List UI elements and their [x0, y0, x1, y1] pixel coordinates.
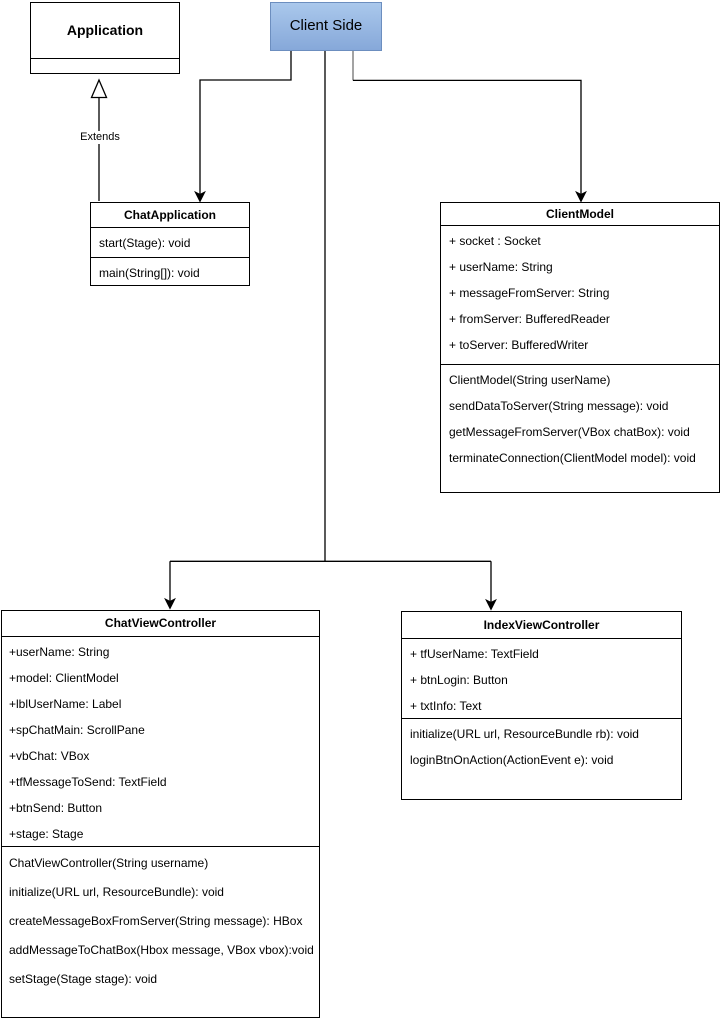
class-application-title: Application	[66, 22, 144, 38]
inheritance-hollow-triangle-icon	[90, 78, 108, 99]
class-indexviewcontroller: IndexViewController + tfUserName: TextFi…	[401, 611, 682, 800]
class-chatviewcontroller-methods: ChatViewController(String username) init…	[2, 846, 319, 1019]
arrowhead-chatviewcontroller-icon	[164, 597, 176, 610]
method: terminateConnection(ClientModel model): …	[449, 451, 696, 465]
attribute: +model: ClientModel	[9, 671, 119, 685]
class-chatapplication-title: ChatApplication	[124, 208, 216, 222]
class-clientmodel-attributes: + socket : Socket + userName: String + m…	[441, 225, 719, 364]
node-client-side-label: Client Side	[289, 17, 363, 34]
attribute: + messageFromServer: String	[449, 286, 610, 300]
method: initialize(URL url, ResourceBundle rb): …	[410, 727, 639, 741]
edge-clientside-to-chatapplication	[199, 51, 292, 196]
edge-clientside-to-controllers	[169, 51, 492, 603]
method: createMessageBoxFromServer(String messag…	[9, 914, 303, 928]
class-chatviewcontroller: ChatViewController +userName: String +mo…	[1, 610, 320, 1018]
attribute: +tfMessageToSend: TextField	[9, 775, 167, 789]
attribute: + txtInfo: Text	[410, 699, 482, 713]
class-chatapplication-compartment: main(String[]): void	[91, 257, 249, 287]
class-clientmodel: ClientModel + socket : Socket + userName…	[440, 202, 720, 493]
method: main(String[]): void	[99, 266, 200, 280]
attribute: +stage: Stage	[9, 827, 84, 841]
class-indexviewcontroller-title: IndexViewController	[483, 618, 600, 632]
arrowhead-clientmodel-icon	[575, 190, 587, 203]
attribute: +btnSend: Button	[9, 801, 103, 815]
method: initialize(URL url, ResourceBundle): voi…	[9, 885, 224, 899]
attribute: + fromServer: BufferedReader	[449, 312, 610, 326]
class-application-empty-compartment	[31, 58, 179, 73]
class-chatapplication-compartment: start(Stage): void	[91, 227, 249, 257]
attribute: + btnLogin: Button	[410, 673, 508, 687]
method: setStage(Stage stage): void	[9, 972, 158, 986]
attribute: + socket : Socket	[449, 234, 541, 248]
attribute: + tfUserName: TextField	[410, 647, 539, 661]
edge-clientside-to-clientmodel	[353, 79, 582, 196]
attribute: + toServer: BufferedWriter	[449, 338, 589, 352]
extends-edge-label: Extends	[72, 131, 128, 144]
node-client-side: Client Side	[270, 2, 382, 51]
class-application: Application	[30, 2, 180, 74]
class-chatapplication: ChatApplication start(Stage): void main(…	[90, 202, 250, 286]
class-clientmodel-title: ClientModel	[546, 207, 614, 221]
attribute: +spChatMain: ScrollPane	[9, 723, 145, 737]
class-indexviewcontroller-methods: initialize(URL url, ResourceBundle rb): …	[402, 718, 681, 801]
method: start(Stage): void	[99, 236, 191, 250]
method: addMessageToChatBox(Hbox message, VBox v…	[9, 943, 314, 957]
method: loginBtnOnAction(ActionEvent e): void	[410, 753, 614, 767]
method: getMessageFromServer(VBox chatBox): void	[449, 425, 690, 439]
class-indexviewcontroller-attributes: + tfUserName: TextField + btnLogin: Butt…	[402, 638, 681, 718]
attribute: + userName: String	[449, 260, 553, 274]
attribute: +userName: String	[9, 645, 110, 659]
method: ChatViewController(String username)	[9, 856, 209, 870]
arrowhead-chatapplication-icon	[194, 190, 206, 203]
arrowhead-indexviewcontroller-icon	[485, 598, 497, 611]
class-chatviewcontroller-attributes: +userName: String +model: ClientModel +l…	[2, 636, 319, 846]
attribute: +vbChat: VBox	[9, 749, 90, 763]
method: ClientModel(String userName)	[449, 373, 611, 387]
method: sendDataToServer(String message): void	[449, 399, 669, 413]
class-chatviewcontroller-title: ChatViewController	[104, 616, 217, 630]
attribute: +lblUserName: Label	[9, 697, 122, 711]
class-clientmodel-methods: ClientModel(String userName) sendDataToS…	[441, 364, 719, 494]
